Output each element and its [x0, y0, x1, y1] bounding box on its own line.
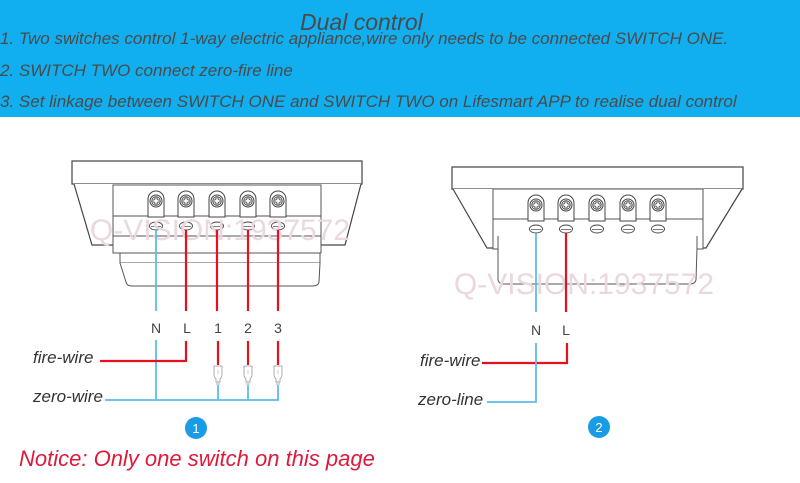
terminal-label-1: 1	[214, 320, 222, 336]
terminal-label-l: L	[562, 322, 570, 338]
page-title: Dual control	[300, 9, 423, 35]
terminal-label-n: N	[531, 322, 541, 338]
step-badge-1: 1	[185, 417, 207, 439]
terminal-label-2: 2	[244, 320, 252, 336]
instruction-line-1: 1. Two switches control 1-way electric a…	[0, 29, 729, 48]
header-banner: Dual control 1. Two switches control 1-w…	[0, 0, 800, 117]
wiring-diagrams: Q-VISION:1937572 N L 1 2 3 fire-wire zer…	[32, 160, 744, 439]
instruction-line-3: 3. Set linkage between SWITCH ONE and SW…	[0, 92, 737, 111]
notice-text: Notice: Only one switch on this page	[19, 446, 375, 471]
zero-wire-label: zero-wire	[32, 387, 103, 406]
lamp-icon	[243, 365, 253, 385]
switch-two-diagram: Q-VISION:1937572 N L fire-wire zero-line…	[417, 166, 744, 438]
svg-text:2: 2	[595, 420, 602, 435]
instruction-line-2: 2. SWITCH TWO connect zero-fire line	[0, 61, 293, 80]
terminal-label-l: L	[183, 320, 191, 336]
switch-one-body	[71, 160, 363, 287]
switch-two-body	[451, 166, 744, 285]
zero-line-wire	[487, 343, 537, 403]
terminal-label-n: N	[151, 320, 161, 336]
zero-line-label: zero-line	[417, 390, 483, 409]
fire-wire-label: fire-wire	[33, 348, 93, 367]
terminal-label-3: 3	[274, 320, 282, 336]
switch-one-diagram: Q-VISION:1937572 N L 1 2 3 fire-wire zer…	[32, 160, 363, 439]
fire-wire-line	[100, 341, 188, 363]
lamp-icon	[273, 365, 283, 385]
fire-wire-label: fire-wire	[420, 351, 480, 370]
watermark: Q-VISION:1937572	[90, 214, 350, 247]
watermark: Q-VISION:1937572	[454, 268, 714, 301]
fire-wire-line	[482, 343, 569, 365]
lamp-icon	[213, 365, 223, 385]
svg-text:1: 1	[192, 421, 199, 436]
step-badge-2: 2	[588, 416, 610, 438]
